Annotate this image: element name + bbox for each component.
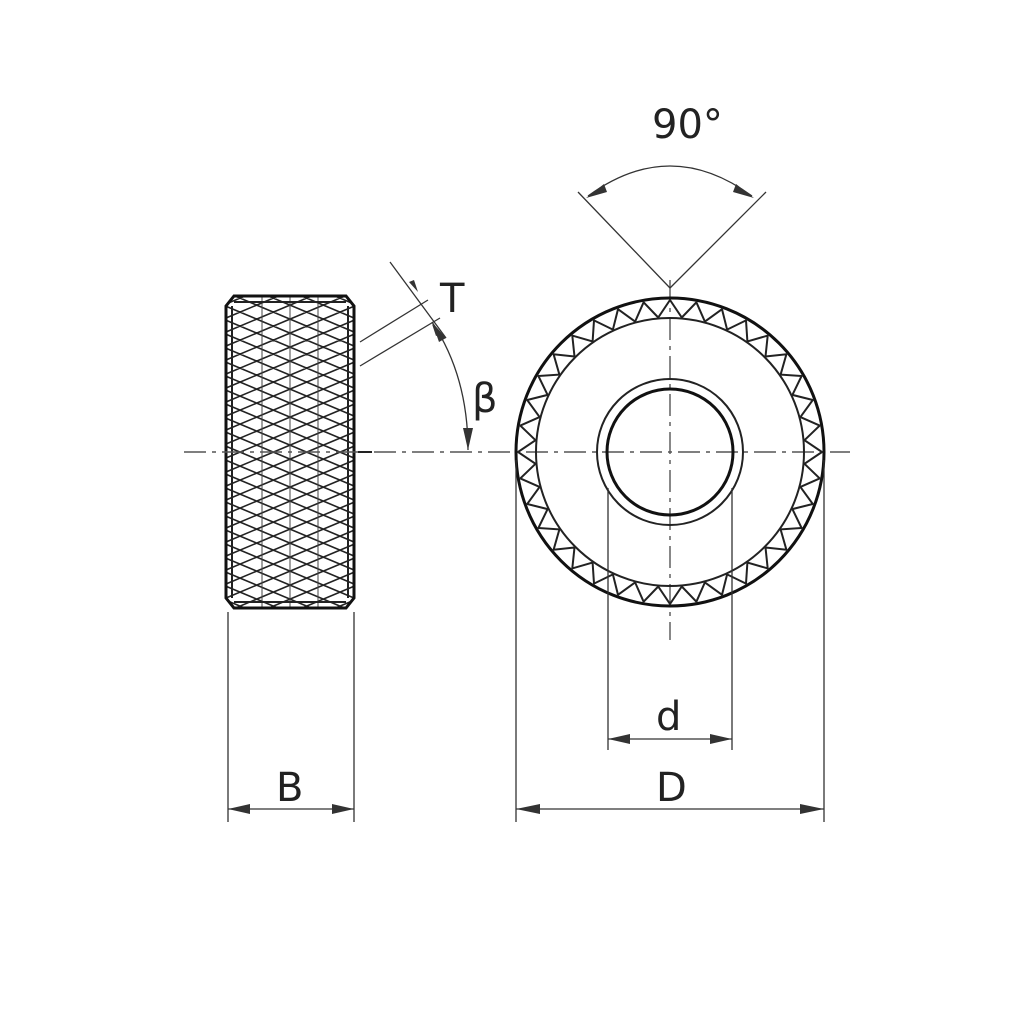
front-view <box>514 280 826 640</box>
knurl-pattern <box>226 296 354 608</box>
root-circle <box>535 317 805 587</box>
tooth-angle-label: 90° <box>652 102 723 148</box>
side-view <box>224 294 356 610</box>
pitch-label: T <box>439 276 465 322</box>
outer-diameter-label: D <box>656 765 687 811</box>
knurl-teeth <box>516 298 824 606</box>
outer-circle <box>514 296 826 608</box>
pitch-dimension: T <box>359 261 465 367</box>
width-label: B <box>276 765 303 811</box>
tooth-profile <box>516 298 824 606</box>
bore-dimension: d <box>607 488 733 750</box>
side-view-outline <box>224 294 356 610</box>
helix-angle-dimension: β <box>431 321 498 451</box>
bore-outer-circle <box>596 378 744 526</box>
tooth-angle-dimension: 90° <box>577 102 767 289</box>
bore-inner-circle <box>605 387 735 517</box>
width-dimension: B <box>227 612 355 822</box>
outer-diameter-dimension: D <box>515 460 825 822</box>
helix-angle-label: β <box>472 376 498 422</box>
bore-label: d <box>656 694 681 740</box>
